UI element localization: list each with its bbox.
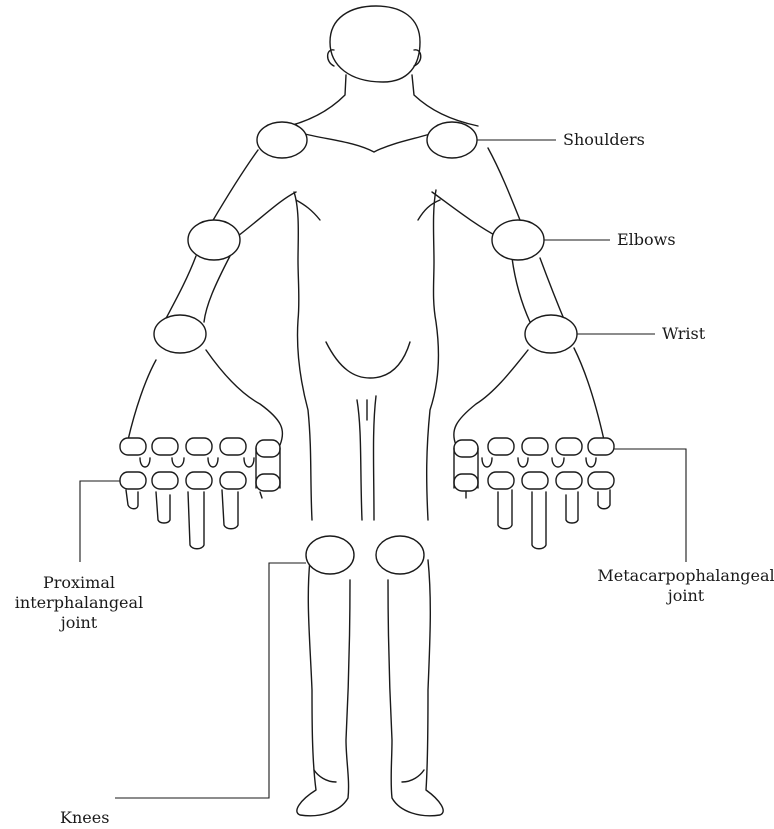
metacarpophalangeal-label-line-1: Metacarpophalangeal <box>594 566 774 586</box>
left-pip-joint <box>256 474 280 491</box>
left-pip-joint <box>186 472 212 489</box>
pip-leader <box>80 481 120 562</box>
left-pip-joint <box>120 472 146 489</box>
right-pip-joint <box>488 472 514 489</box>
joints <box>120 122 614 574</box>
left-pip-joint <box>152 472 178 489</box>
left-wrist-joint <box>154 315 206 353</box>
left-mcp-joint <box>120 438 146 455</box>
left-mcp-joint <box>152 438 178 455</box>
knees-label: Knees <box>60 808 109 828</box>
mcp-leader <box>614 449 686 562</box>
right-mcp-joint <box>588 438 614 455</box>
right-pip-joint <box>454 474 478 491</box>
leader-lines <box>80 140 686 798</box>
right-shoulder-joint <box>427 122 477 158</box>
left-shoulder-joint <box>257 122 307 158</box>
proximal-interphalangeal-label-line-3: joint <box>4 613 154 633</box>
proximal-interphalangeal-label: Proximal interphalangeal joint <box>4 573 154 633</box>
metacarpophalangeal-label-line-2: joint <box>594 586 774 606</box>
right-pip-joint <box>522 472 548 489</box>
wrist-label: Wrist <box>662 324 705 344</box>
right-knee-joint <box>376 536 424 574</box>
right-pip-joint <box>588 472 614 489</box>
proximal-interphalangeal-label-line-2: interphalangeal <box>4 593 154 613</box>
left-mcp-joint <box>186 438 212 455</box>
left-mcp-joint <box>256 440 280 457</box>
right-elbow-joint <box>492 220 544 260</box>
elbows-label: Elbows <box>617 230 676 250</box>
right-mcp-joint <box>556 438 582 455</box>
left-mcp-joint <box>220 438 246 455</box>
right-wrist-joint <box>525 315 577 353</box>
right-mcp-joint <box>454 440 478 457</box>
right-pip-joint <box>556 472 582 489</box>
metacarpophalangeal-label: Metacarpophalangeal joint <box>594 566 774 606</box>
shoulders-label: Shoulders <box>563 130 645 150</box>
right-mcp-joint <box>522 438 548 455</box>
left-pip-joint <box>220 472 246 489</box>
body-outline <box>128 6 604 816</box>
right-mcp-joint <box>488 438 514 455</box>
left-knee-joint <box>306 536 354 574</box>
proximal-interphalangeal-label-line-1: Proximal <box>4 573 154 593</box>
left-elbow-joint <box>188 220 240 260</box>
